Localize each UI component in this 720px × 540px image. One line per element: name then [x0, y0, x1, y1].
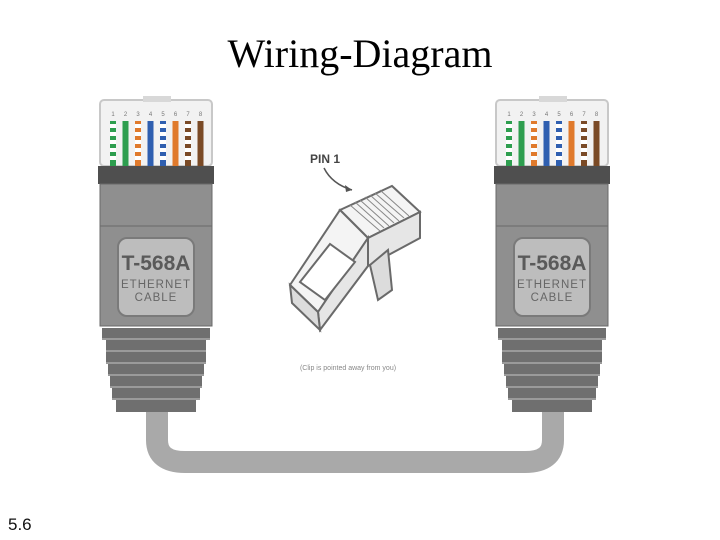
wire-stripe [556, 156, 562, 160]
wire-stripe [160, 140, 166, 144]
ethernet-label: ETHERNET [121, 279, 191, 291]
wire-stripe [135, 124, 141, 128]
plug-head [99, 99, 213, 167]
standard-label: T-568A [122, 252, 191, 275]
wire-stripe [135, 148, 141, 152]
wire-pin-8 [593, 121, 600, 166]
wire-stripe [556, 124, 562, 128]
pin-number-2: 2 [520, 112, 524, 118]
wire-stripe [531, 148, 537, 152]
wire-stripe [185, 140, 191, 144]
wire-stripe [556, 140, 562, 144]
cable-label: CABLE [531, 292, 574, 304]
contact-stripes [349, 189, 410, 232]
wire-stripe [110, 148, 116, 152]
label-panel [117, 237, 195, 317]
pin-number-7: 7 [582, 112, 586, 118]
pin-number-7: 7 [186, 112, 190, 118]
label-panel [513, 237, 591, 317]
rj45-plug-icon [288, 184, 422, 333]
wire-stripe [135, 140, 141, 144]
wire-stripe [185, 148, 191, 152]
wire-stripe [160, 124, 166, 128]
wire-stripe [160, 132, 166, 136]
pin-number-2: 2 [124, 112, 128, 118]
wire-stripe [531, 156, 537, 160]
strain-relief-ribs [498, 328, 606, 412]
right-connector: 1 2 3 4 5 6 7 8 T-568A ETHERNET CABLE [494, 96, 610, 412]
pin1-arrow [323, 167, 353, 191]
pin-number-8: 8 [199, 112, 203, 118]
wire-set [110, 121, 204, 166]
ethernet-label: ETHERNET [517, 279, 587, 291]
pin-number-3: 3 [532, 112, 536, 118]
wire-stripe [110, 132, 116, 136]
pin-number-4: 4 [149, 112, 153, 118]
wire-stripe [506, 148, 512, 152]
wire-stripe [160, 156, 166, 160]
wire-stripe [185, 132, 191, 136]
pin-number-4: 4 [545, 112, 549, 118]
wire-stripe [581, 148, 587, 152]
pin-number-1: 1 [111, 112, 115, 118]
cable [146, 412, 564, 473]
wire-stripe [581, 140, 587, 144]
pin-number-1: 1 [507, 112, 511, 118]
wire-pin-2 [518, 121, 525, 166]
wire-stripe [531, 140, 537, 144]
wire-stripe [556, 148, 562, 152]
pin-number-5: 5 [557, 112, 561, 118]
pin-number-3: 3 [136, 112, 140, 118]
wire-stripe [506, 132, 512, 136]
wire-stripe [581, 132, 587, 136]
wire-stripe [135, 132, 141, 136]
wire-pin-6 [172, 121, 179, 166]
wire-stripe [581, 124, 587, 128]
slide-number: 5.6 [8, 515, 32, 534]
wire-pin-4 [543, 121, 550, 166]
wire-stripe [531, 124, 537, 128]
wire-stripe [506, 156, 512, 160]
inset-caption: (Clip is pointed away from you) [300, 365, 396, 372]
standard-label: T-568A [518, 252, 587, 275]
left-connector: 1 2 3 4 5 6 7 8 T-568A ETHERNET CABLE [98, 96, 214, 412]
wire-stripe [506, 140, 512, 144]
slide-title: Wiring-Diagram [227, 31, 493, 76]
pin1-label: PIN 1 [310, 152, 340, 166]
plug-collar [98, 166, 214, 184]
wire-stripe [531, 132, 537, 136]
wire-stripe [581, 156, 587, 160]
wire-stripe [110, 156, 116, 160]
plug-head [495, 99, 609, 167]
pin-labels: 1 2 3 4 5 6 7 8 [111, 112, 203, 118]
wire-set [506, 121, 600, 166]
wire-stripe [185, 124, 191, 128]
strain-relief-ribs [102, 328, 210, 412]
wire-stripe [556, 132, 562, 136]
wire-stripe [110, 140, 116, 144]
wire-pin-2 [122, 121, 129, 166]
pin1-inset: PIN 1 (Clip is pointed away from you) [288, 152, 422, 372]
wire-stripe [506, 124, 512, 128]
plug-collar [494, 166, 610, 184]
wire-stripe [185, 156, 191, 160]
pin-number-6: 6 [570, 112, 574, 118]
pin-number-8: 8 [595, 112, 599, 118]
wire-stripe [110, 124, 116, 128]
pin-labels: 1 2 3 4 5 6 7 8 [507, 112, 599, 118]
wire-stripe [135, 156, 141, 160]
cable-label: CABLE [135, 292, 178, 304]
wire-stripe [160, 148, 166, 152]
pin-number-5: 5 [161, 112, 165, 118]
wire-pin-6 [568, 121, 575, 166]
pin-number-6: 6 [174, 112, 178, 118]
wire-pin-8 [197, 121, 204, 166]
wire-pin-4 [147, 121, 154, 166]
